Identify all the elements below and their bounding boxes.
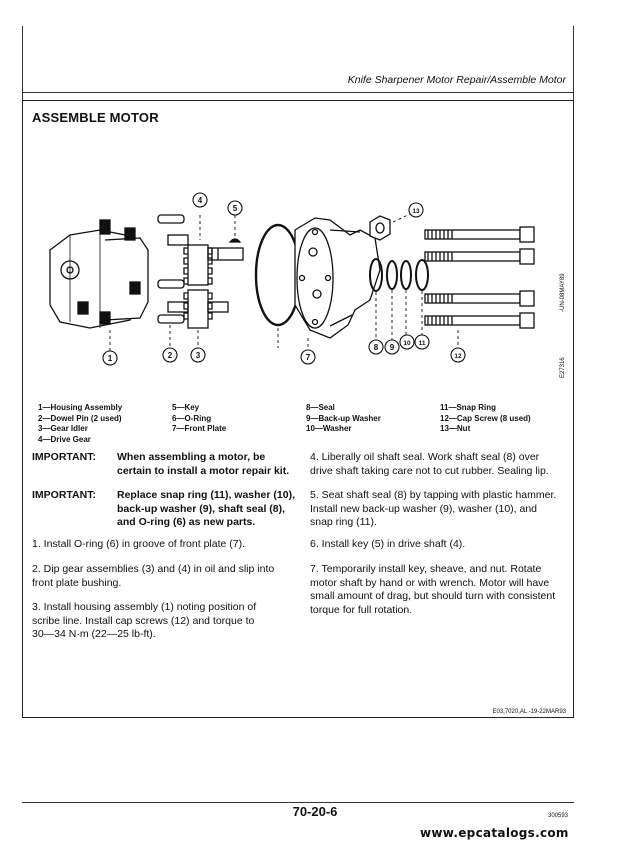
footer-rule [22,802,574,803]
callout-9: 9 [390,343,395,352]
step-line: drive shaft taking care not to cut rubbe… [310,464,549,477]
page-header-title: Knife Sharpener Motor Repair/Assemble Mo… [347,74,566,86]
snap-ring-drawing [415,259,429,291]
callout-7: 7 [306,353,311,362]
step-line: 4. Liberally oil shaft seal. Work shaft … [310,451,540,463]
content-frame [22,100,574,718]
callout-4: 4 [198,196,203,205]
important-note-parts: IMPORTANT: Replace snap ring (11), washer… [32,489,302,530]
callout-markers [102,192,466,366]
legend-item: 11—Snap Ring [440,403,497,412]
legend-col-1: 1—Housing Assembly 2—Dowel Pin (2 used) … [38,403,122,445]
callout-5: 5 [233,204,238,213]
important-label: IMPORTANT: [32,451,96,463]
step-2: 2. Dip gear assemblies (3) and (4) in oi… [32,563,274,590]
gear-idler-drawing [167,289,229,329]
important-label: IMPORTANT: [32,489,96,501]
callout-12: 12 [454,353,462,360]
step-line: torque for full rotation. [310,603,413,616]
step-line: 30—34 N·m (22—25 lb-ft). [32,628,156,640]
figure-side-id-2: E27316 [560,357,566,378]
legend-item: 2—Dowel Pin (2 used) [38,413,122,423]
header-rule [22,92,574,93]
legend-item: 7—Front Plate [172,424,227,433]
dowel-pins-drawing [157,214,185,324]
important-note-kit: IMPORTANT: When assembling a motor, be ce… [32,451,302,478]
watermark-url[interactable]: www.epcatalogs.com [420,826,569,840]
o-ring-drawing [254,223,302,327]
housing-assembly-drawing [49,219,149,329]
legend-item: 10—Washer [306,424,352,433]
legend-item: 8—Seal [306,403,335,412]
step-line: Install new back-up washer (9), washer (… [310,502,538,515]
important-text: When assembling a motor, be [117,451,266,463]
step-line: snap ring (11). [310,516,377,528]
legend-item: 5—Key [172,403,200,412]
legend-item: 3—Gear Idler [38,424,88,433]
important-text: and O-ring (6) as new parts. [117,516,256,528]
legend-col-4: 11—Snap Ring 12—Cap Screw (8 used) 13—Nu… [440,403,531,435]
washer-drawing [400,260,412,290]
key-drawing [228,238,242,243]
legend-col-2: 5—Key 6—O-Ring 7—Front Plate [172,403,226,435]
callout-10: 10 [403,340,411,347]
section-title: ASSEMBLE MOTOR [32,110,159,125]
callout-3: 3 [196,351,201,360]
step-line: 5. Seat shaft seal (8) by tapping with p… [310,489,557,501]
step-5: 5. Seat shaft seal (8) by tapping with p… [310,489,556,530]
step-3: 3. Install housing assembly (1) noting p… [32,601,256,642]
callout-1: 1 [108,354,113,363]
step-6: 6. Install key (5) in drive shaft (4). [310,538,465,552]
legend-item: 9—Back-up Washer [306,413,381,423]
page-code: 300593 [548,813,569,819]
figure-side-id-1: -UN-08MAY89 [560,273,566,312]
callout-13: 13 [412,208,420,215]
legend-item: 1—Housing Assembly [38,403,123,412]
callout-8: 8 [374,343,379,352]
step-line: 2. Dip gear assemblies (3) and (4) in oi… [32,563,275,575]
drive-gear-drawing [167,234,244,286]
cap-screws-drawing [424,226,535,329]
exploded-motor-illustration: 1 2 3 4 5 7 8 9 10 11 12 13 [49,192,535,366]
step-1: 1. Install O-ring (6) in groove of front… [32,538,245,552]
legend-item: 6—O-Ring [172,413,212,423]
step-line: motor shaft by hand or with wrench. Moto… [310,576,550,589]
document-reference: E03,7020,AL -19-22MAR93 [492,709,567,715]
important-text: Replace snap ring (11), washer (10), [117,489,295,501]
legend-item: 12—Cap Screw (8 used) [440,413,531,423]
step-line: front plate bushing. [32,576,122,589]
important-text: back-up washer (9), shaft seal (8), [117,502,286,515]
backup-washer-drawing [386,260,398,290]
step-4: 4. Liberally oil shaft seal. Work shaft … [310,451,549,478]
step-7: 7. Temporarily install key, sheave, and … [310,563,555,617]
step-line: small amount of drag, but should turn wi… [310,590,556,602]
callout-11: 11 [419,340,426,347]
legend-item: 13—Nut [440,424,471,433]
callout-labels: 1 2 3 4 5 7 8 9 10 11 12 13 [108,196,462,363]
step-line: 7. Temporarily install key, sheave, and … [310,563,542,575]
front-plate-drawing [294,217,381,339]
important-text: certain to install a motor repair kit. [117,464,290,477]
step-line: 3. Install housing assembly (1) noting p… [32,601,257,613]
step-line: 6. Install key (5) in drive shaft (4). [310,538,466,550]
seal-drawing [369,258,383,292]
legend-col-3: 8—Seal 9—Back-up Washer 10—Washer [306,403,381,435]
legend-item: 4—Drive Gear [38,434,91,444]
nut-drawing [369,215,391,241]
page-number: 70-20-6 [292,804,338,819]
step-line: scribe line. Install cap screws (12) and… [32,614,255,627]
callout-2: 2 [168,351,173,360]
step-line: 1. Install O-ring (6) in groove of front… [32,538,246,550]
